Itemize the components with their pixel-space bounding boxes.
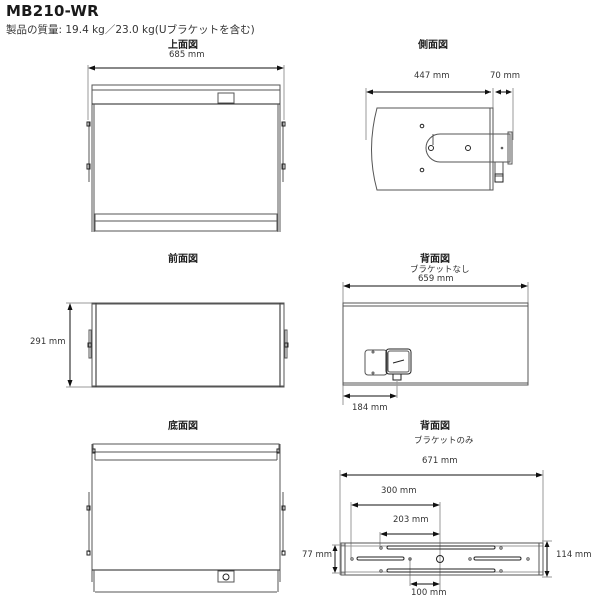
rear-view-subtitle: ブラケットなし xyxy=(410,265,470,275)
side-view-depth-dim: 447 mm xyxy=(414,71,450,81)
bottom-view-drawing xyxy=(86,443,286,593)
bracket-view-title: 背面図 xyxy=(420,421,450,432)
rear-view-connector-dim: 184 mm xyxy=(352,403,388,413)
side-view-drawing xyxy=(365,88,514,191)
top-view-width-dim: 685 mm xyxy=(169,50,205,60)
bracket-view-subtitle: ブラケットのみ xyxy=(414,436,474,446)
bracket-77-dim: 77 mm xyxy=(302,550,333,560)
front-view-height-dim: 291 mm xyxy=(30,337,66,347)
front-view-drawing xyxy=(66,302,289,388)
bracket-300-dim: 300 mm xyxy=(381,486,417,496)
side-view-title: 側面図 xyxy=(418,40,448,51)
rear-view-drawing xyxy=(342,282,529,405)
bracket-203-dim: 203 mm xyxy=(393,515,429,525)
top-view-title: 上面図 xyxy=(168,40,198,51)
bracket-view-drawing xyxy=(332,470,552,590)
rear-view-title: 背面図 xyxy=(420,254,450,265)
product-weight: 製品の質量: 19.4 kg／23.0 kg(Uブラケットを含む) xyxy=(6,24,255,36)
front-view-title: 前面図 xyxy=(168,254,198,265)
bracket-width-dim: 671 mm xyxy=(422,456,458,466)
top-view-drawing xyxy=(86,65,286,232)
bottom-view-title: 底面図 xyxy=(168,421,198,432)
rear-view-width-dim: 659 mm xyxy=(418,274,454,284)
model-title: MB210-WR xyxy=(6,2,99,20)
bracket-100-dim: 100 mm xyxy=(411,588,447,598)
side-view-bracket-dim: 70 mm xyxy=(490,71,521,81)
bracket-114-dim: 114 mm xyxy=(556,550,592,560)
